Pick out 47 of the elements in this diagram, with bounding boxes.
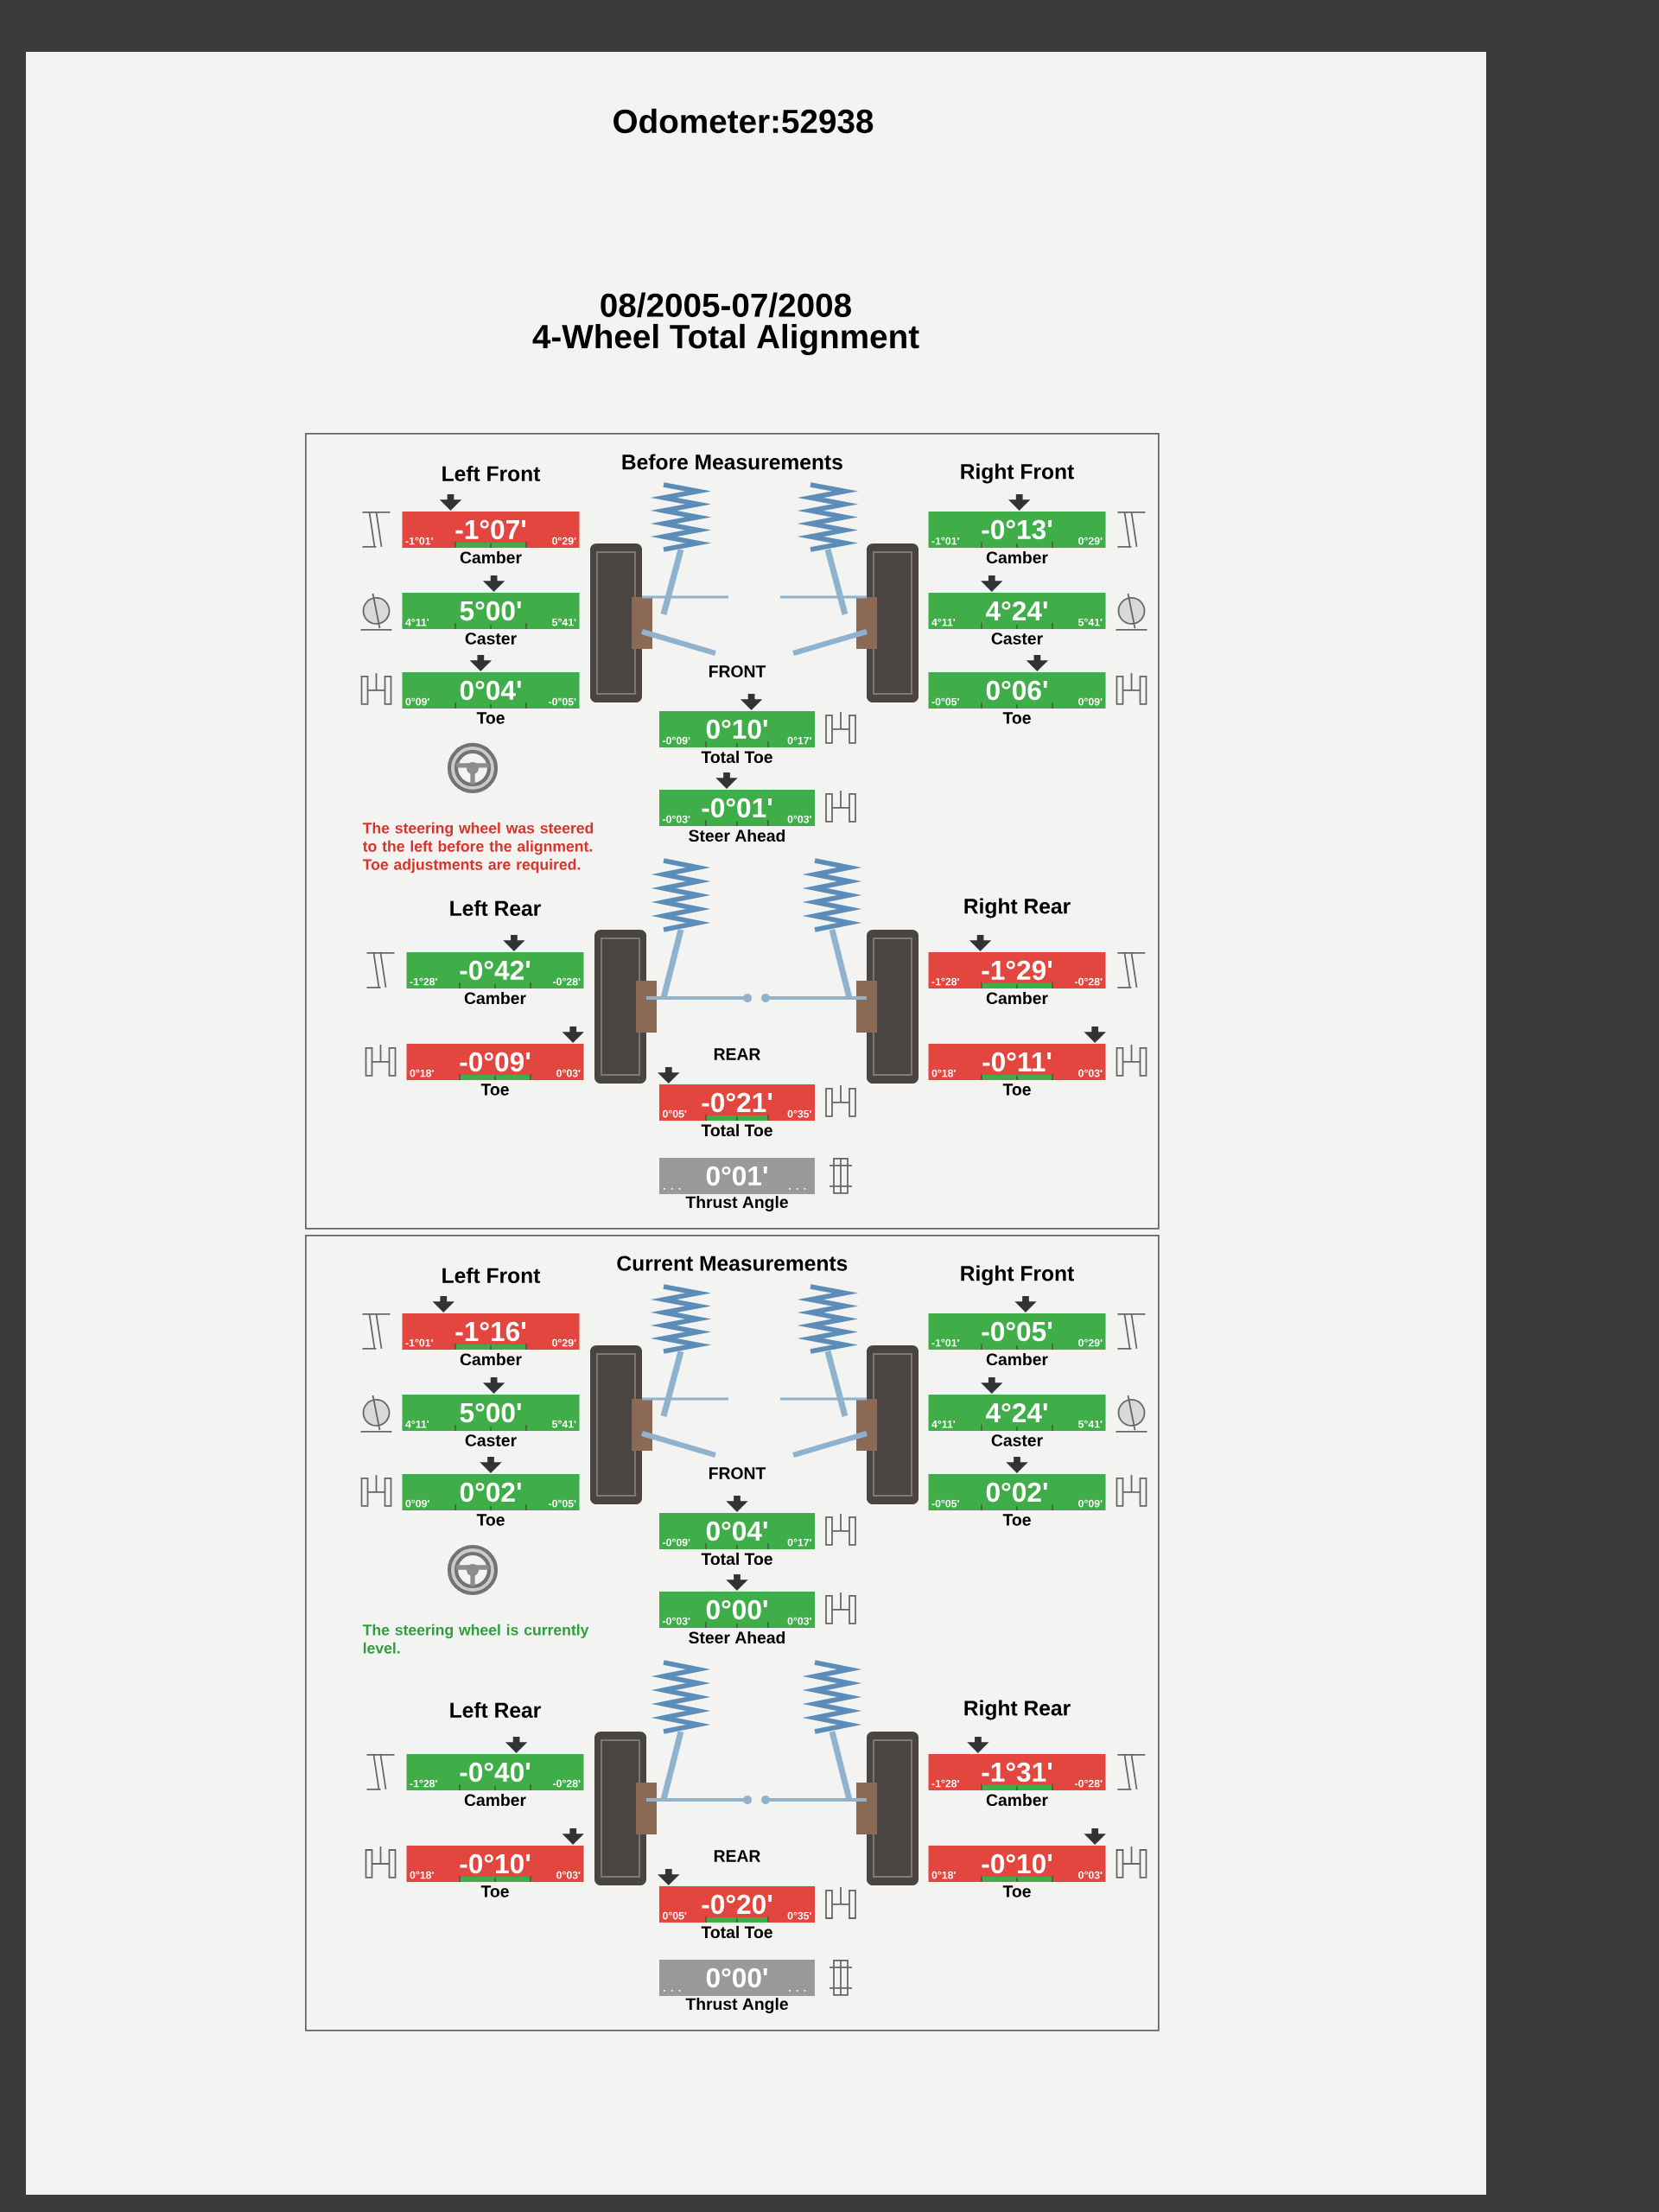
gauge-caption: Toe <box>476 712 505 724</box>
gauge-caption: Toe <box>1002 1084 1031 1096</box>
gauge-box: 0°00' <box>659 1960 815 1996</box>
wheel-heading: Left Rear <box>450 899 541 916</box>
wheel-heading: Left Rear <box>450 1702 541 1718</box>
gauge-caption: Caster <box>465 632 517 645</box>
gauge-caption: Caster <box>991 1434 1043 1446</box>
wheel-heading: Right Front <box>961 1265 1074 1286</box>
gauge-caption: Toe <box>476 1514 505 1526</box>
axle-heading: FRONT <box>709 665 766 677</box>
wheel-heading: Left Front <box>442 465 541 481</box>
wheel-heading: Right Front <box>961 463 1074 484</box>
axle-heading: REAR <box>714 1048 760 1060</box>
gauge-caption: Total Toe <box>701 750 772 764</box>
gauge-caption: Camber <box>986 1793 1048 1807</box>
gauge-caption: Toe <box>1002 712 1031 724</box>
gauge-caption: Camber <box>460 1352 522 1366</box>
gauge-caption: Toe <box>1002 1885 1031 1897</box>
gauge-caption: Total Toe <box>701 1123 772 1137</box>
wheel-heading: Left Front <box>442 1268 541 1283</box>
wheel-heading: Right Rear <box>964 1700 1071 1720</box>
gauge-box: 0°01' <box>659 1158 815 1194</box>
gauge-caption: Total Toe <box>701 1925 772 1939</box>
wheel-heading: Right Rear <box>964 898 1071 918</box>
axle-heading: FRONT <box>709 1467 766 1479</box>
gauge-caption: Total Toe <box>701 1552 772 1566</box>
gauge-caption: Camber <box>460 550 522 564</box>
gauge-caption: Caster <box>465 1434 517 1446</box>
date-range: 08/2005-07/2008 <box>601 292 851 318</box>
gauge-caption: Steer Ahead <box>689 829 785 842</box>
gauge-caption: Toe <box>1002 1514 1031 1526</box>
gauge-caption: Caster <box>991 632 1043 645</box>
gauge-caption: Camber <box>986 1352 1048 1366</box>
gauge-caption: Camber <box>986 550 1048 564</box>
gauge-caption: Camber <box>464 1793 526 1807</box>
note-text: The steering wheel was steered to the left before the alignment. Toe adjustments are required. <box>362 822 594 874</box>
gauge-caption: Toe <box>480 1885 509 1897</box>
gauge-caption: Toe <box>480 1084 509 1096</box>
gauge-caption: Thrust Angle <box>685 1195 788 1211</box>
page-title: 4-Wheel Total Alignment <box>532 323 919 356</box>
gauge-caption: Thrust Angle <box>685 1997 788 2014</box>
gauge-caption: Steer Ahead <box>689 1630 785 1644</box>
odometer-reading: Odometer:52938 <box>613 108 874 134</box>
note-text: The steering wheel is currently level. <box>362 1624 589 1654</box>
gauge-caption: Camber <box>464 991 526 1005</box>
gauge-caption: Camber <box>986 991 1048 1005</box>
axle-heading: REAR <box>714 1850 760 1862</box>
